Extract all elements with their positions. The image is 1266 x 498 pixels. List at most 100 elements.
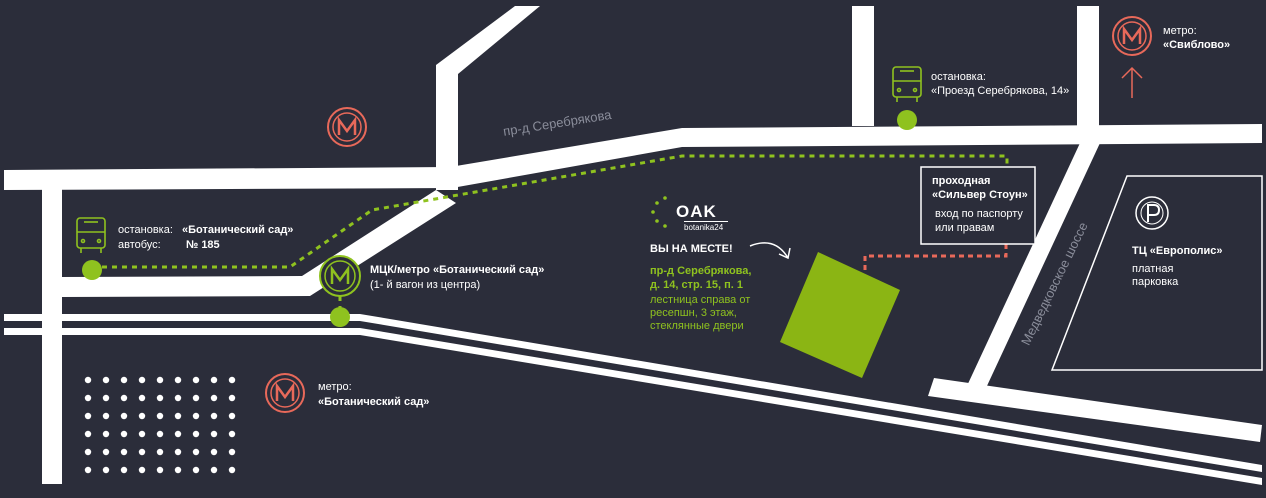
- grid-dot: [156, 376, 164, 384]
- checkpoint-title-line2: «Сильвер Стоун»: [932, 189, 1028, 201]
- metro-botanic-label: метро:: [318, 381, 352, 393]
- office-address-line1: пр-д Серебрякова,: [650, 265, 752, 277]
- grid-dot: [138, 394, 146, 402]
- grid-dot: [174, 394, 182, 402]
- mck-metro-name: МЦК/метро «Ботанический сад»: [370, 264, 545, 276]
- you-are-here: ВЫ НА МЕСТЕ!: [650, 243, 733, 255]
- curved-arrow-icon: [749, 242, 791, 260]
- grid-dot: [228, 430, 236, 438]
- arrow-up-icon: [1121, 66, 1143, 98]
- metro-botanic-name: «Ботанический сад»: [318, 396, 430, 408]
- grid-dot: [192, 376, 200, 384]
- metro-icon-center: [327, 107, 367, 147]
- office-building: [780, 252, 900, 378]
- grid-dot: [120, 376, 128, 384]
- grid-dot: [174, 466, 182, 474]
- bus-stop-point-botanic: [82, 260, 102, 280]
- grid-dot: [174, 412, 182, 420]
- grid-dot: [138, 376, 146, 384]
- grid-dot: [174, 376, 182, 384]
- grid-dot: [156, 412, 164, 420]
- grid-dot: [102, 448, 110, 456]
- grid-dot: [84, 448, 92, 456]
- grid-dot: [156, 448, 164, 456]
- oak-logo-subtext: botanika24: [684, 221, 728, 232]
- metro-icon-botanic: [265, 373, 305, 413]
- mck-metro-note: (1- й вагон из центра): [370, 279, 481, 291]
- metro-icon-sviblovo: [1112, 16, 1152, 56]
- grid-dot: [102, 394, 110, 402]
- mck-stop-point: [330, 307, 350, 327]
- mall-note-line2: парковка: [1132, 276, 1179, 288]
- road-left-vertical: [42, 188, 62, 484]
- grid-dot: [102, 376, 110, 384]
- grid-dot: [210, 394, 218, 402]
- bus-label: автобус:: [118, 239, 161, 251]
- route-bus-stop-path: [92, 154, 1009, 269]
- checkpoint-note-line2: или правам: [935, 222, 995, 234]
- grid-dot: [228, 466, 236, 474]
- road-serebryakova: [4, 124, 1262, 190]
- grid-dot: [138, 448, 146, 456]
- mall-outline: [1050, 175, 1263, 371]
- mck-metro-icon: [319, 255, 361, 297]
- oak-logo-text: OAK: [676, 202, 717, 221]
- grid-dot: [102, 466, 110, 474]
- grid-dot: [192, 394, 200, 402]
- grid-dot: [120, 466, 128, 474]
- grid-dot: [102, 430, 110, 438]
- oak-logo-dots: [651, 196, 667, 228]
- checkpoint-path: [863, 244, 1008, 270]
- grid-dot: [174, 430, 182, 438]
- metro-sviblovo-label: метро:: [1163, 25, 1197, 37]
- bus-icon-serebryakova: [892, 66, 922, 102]
- office-address-line2: д. 14, стр. 15, п. 1: [650, 279, 744, 291]
- bus-stop-botanic-name: «Ботанический сад»: [182, 224, 294, 236]
- grid-dot: [210, 412, 218, 420]
- bus-stop-botanic-label: остановка:: [118, 224, 173, 236]
- grid-dot: [210, 430, 218, 438]
- bus-stop-point-serebryakova: [897, 110, 917, 130]
- grid-dot: [228, 412, 236, 420]
- grid-dot: [138, 430, 146, 438]
- road-medvedkovskoe: [966, 143, 1100, 388]
- grid-dot: [138, 466, 146, 474]
- grid-dot: [120, 448, 128, 456]
- grid-dot: [192, 430, 200, 438]
- bus-stop-serebryakova-name: «Проезд Серебрякова, 14»: [931, 85, 1070, 97]
- grid-dot: [84, 412, 92, 420]
- road-diagonal-north: [436, 6, 540, 190]
- road-north-2: [1077, 6, 1099, 126]
- grid-dot: [228, 376, 236, 384]
- metro-sviblovo-name: «Свиблово»: [1163, 39, 1231, 51]
- grid-dot: [138, 412, 146, 420]
- grid-dot: [228, 448, 236, 456]
- grid-dot: [84, 376, 92, 384]
- mall-note-line1: платная: [1132, 263, 1174, 275]
- road-north-1: [852, 6, 874, 126]
- grid-dot: [174, 448, 182, 456]
- grid-dot: [210, 448, 218, 456]
- bus-stop-serebryakova-label: остановка:: [931, 71, 986, 83]
- checkpoint-note-line1: вход по паспорту: [935, 208, 1023, 220]
- grid-dot: [120, 430, 128, 438]
- roads: [4, 6, 1262, 485]
- grid-dot: [84, 430, 92, 438]
- office-directions-line1: лестница справа от: [650, 294, 751, 306]
- grid-dot: [210, 376, 218, 384]
- office-directions-line3: стеклянные двери: [650, 320, 744, 332]
- grid-dot: [120, 394, 128, 402]
- road-bottom-right: [928, 378, 1262, 442]
- grid-dot: [84, 466, 92, 474]
- grid-dot: [84, 394, 92, 402]
- bus-number: № 185: [186, 239, 220, 251]
- checkpoint-box: [920, 166, 1036, 245]
- dot-grid: [84, 376, 236, 474]
- grid-dot: [120, 412, 128, 420]
- parking-icon: [1135, 196, 1169, 230]
- grid-dot: [210, 466, 218, 474]
- grid-dot: [192, 412, 200, 420]
- office-directions-line2: ресепшн, 3 этаж,: [650, 307, 737, 319]
- road-inner: [62, 190, 456, 297]
